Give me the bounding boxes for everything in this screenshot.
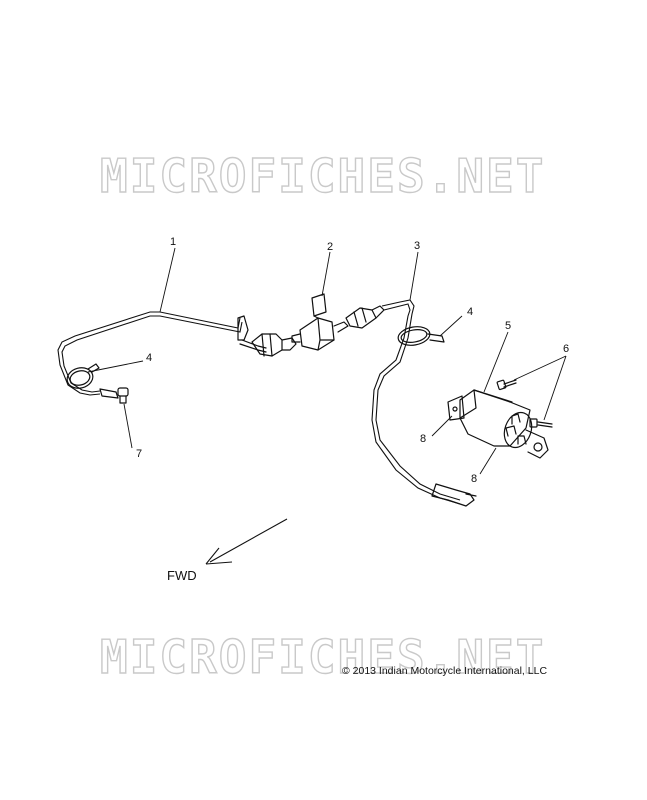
fitting-7 (117, 387, 129, 404)
callout-7: 7 (136, 448, 142, 460)
vent-hose-right (371, 299, 477, 507)
purge-valve (291, 293, 349, 351)
watermark-bottom: MICROFICHES.NET (100, 630, 545, 684)
vent-hose-left (57, 311, 267, 399)
fwd-label: FWD (167, 568, 197, 583)
hose-connector-right (345, 305, 385, 329)
callout-1: 1 (170, 236, 176, 248)
screw-lower (529, 418, 553, 428)
callout-5: 5 (505, 320, 511, 332)
copyright-notice: © 2013 Indian Motorcycle International, … (342, 665, 547, 677)
hose-clamp-right (397, 326, 445, 346)
hose-connector-left (251, 333, 297, 357)
forward-direction-arrow (205, 518, 288, 565)
callout-8-upper: 8 (420, 433, 426, 445)
callout-8-lower: 8 (471, 473, 477, 485)
callout-3: 3 (414, 240, 420, 252)
screw-upper (496, 379, 517, 391)
watermark-top: MICROFICHES.NET (100, 149, 545, 203)
callout-2: 2 (327, 241, 333, 253)
hose-clamp-left (66, 363, 100, 389)
callout-4-left: 4 (146, 352, 152, 364)
callout-6: 6 (563, 343, 569, 355)
leader-lines (87, 247, 567, 475)
callout-4-right: 4 (467, 306, 473, 318)
charcoal-canister (447, 389, 549, 459)
